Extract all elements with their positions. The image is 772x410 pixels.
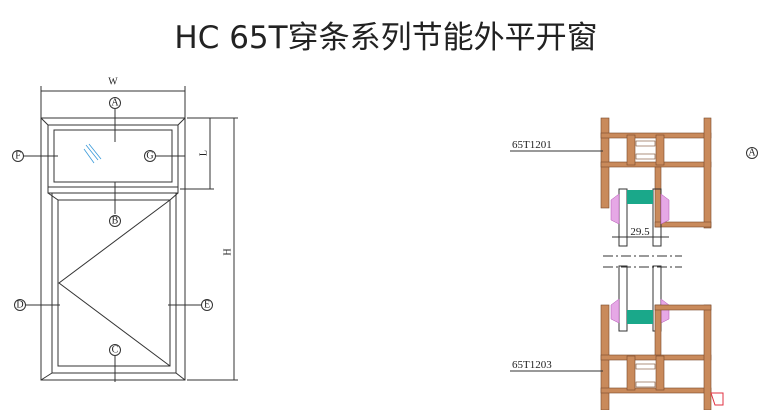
- svg-text:C: C: [112, 345, 119, 356]
- marker-c: C: [109, 344, 121, 356]
- outer-frame: [40, 117, 186, 381]
- transom-height-label: L: [199, 150, 210, 156]
- glass-dimension: 29.5: [630, 226, 650, 238]
- marker-g: G: [144, 150, 156, 162]
- width-label: W: [108, 77, 118, 88]
- svg-text:B: B: [112, 216, 119, 227]
- spacer-bottom: [627, 310, 653, 324]
- top-frame-profile: [600, 117, 712, 229]
- svg-text:G: G: [146, 151, 153, 162]
- svg-text:A: A: [748, 148, 756, 159]
- section-marker-a: A: [746, 147, 758, 159]
- top-profile-code: 65T1201: [512, 139, 552, 151]
- marker-f: F: [12, 150, 24, 162]
- svg-text:A: A: [111, 98, 119, 109]
- marker-b: B: [109, 215, 121, 227]
- marker-e: E: [201, 299, 213, 311]
- bottom-profile-code: 65T1203: [512, 359, 552, 371]
- page-title: HC 65T穿条系列节能外平开窗: [174, 20, 598, 56]
- sash-glass: [57, 199, 171, 367]
- opening-sash: [51, 192, 177, 374]
- height-label: H: [223, 248, 234, 255]
- opening-direction-lines: [58, 199, 171, 367]
- bottom-frame-profile: [600, 304, 724, 410]
- svg-text:E: E: [204, 300, 210, 311]
- spacer-top: [627, 190, 653, 204]
- svg-text:F: F: [15, 151, 21, 162]
- marker-d: D: [14, 299, 26, 311]
- svg-text:D: D: [16, 300, 23, 311]
- glass-icon: [83, 143, 102, 164]
- marker-a: A: [109, 97, 121, 109]
